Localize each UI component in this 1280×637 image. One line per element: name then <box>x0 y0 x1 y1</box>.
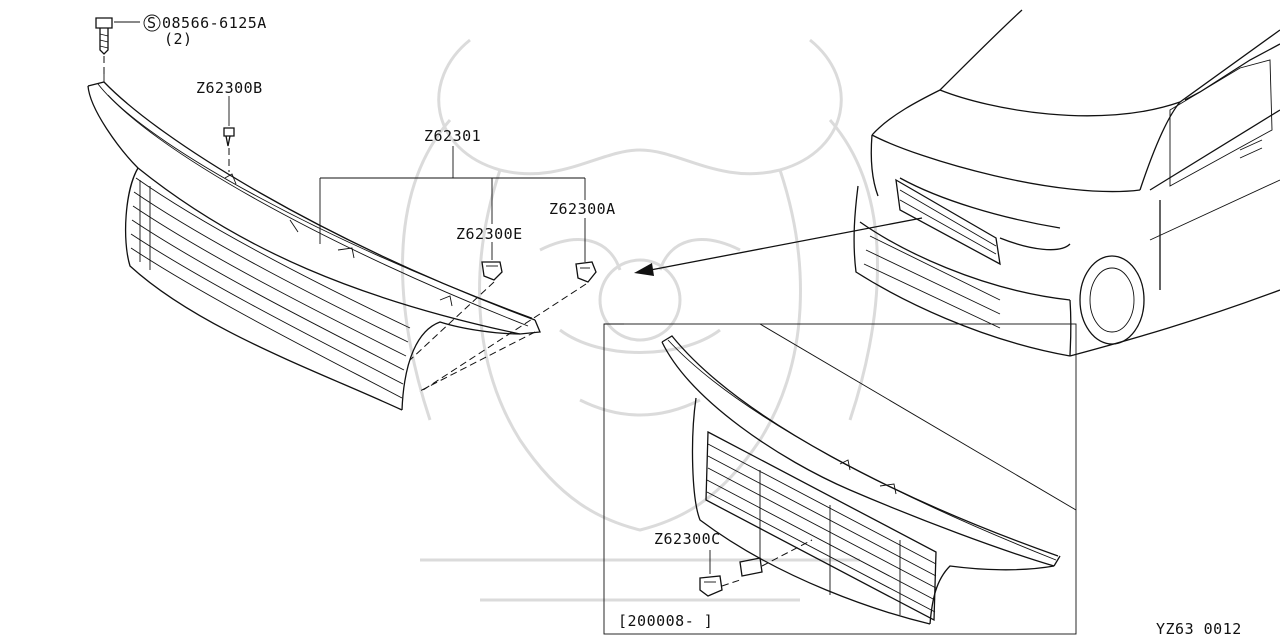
inset-frame <box>603 323 1077 635</box>
front-grille-main <box>87 72 541 411</box>
clip-e-label: Z62300E <box>456 225 523 243</box>
front-grille-variant <box>661 335 1061 625</box>
clip-a-icon <box>417 261 597 393</box>
screw-qty-label: (2) <box>164 30 193 48</box>
clip-e-icon <box>409 261 503 361</box>
clip-c-label: Z62300C <box>654 530 721 548</box>
figure-code-label: YZ63 0012 <box>1156 620 1242 637</box>
screw-part-label: 08566-6125A <box>162 14 267 32</box>
screw-symbol-circle <box>143 14 161 32</box>
clip-c-icon <box>699 539 813 597</box>
screw-icon <box>95 17 140 76</box>
vehicle-illustration <box>853 9 1280 357</box>
inset-leader-line <box>759 323 1077 511</box>
watermark-logo <box>401 38 879 602</box>
clip-a-label: Z62300A <box>549 200 616 218</box>
grille-label: Z62301 <box>424 127 481 145</box>
pointer-arrow <box>634 217 923 276</box>
callout-bracket <box>319 146 586 262</box>
date-range-label: [200008- ] <box>618 612 713 630</box>
clip-b-label: Z62300B <box>196 79 263 97</box>
clip-b-icon <box>223 96 235 172</box>
screw-symbol: S <box>147 14 157 32</box>
